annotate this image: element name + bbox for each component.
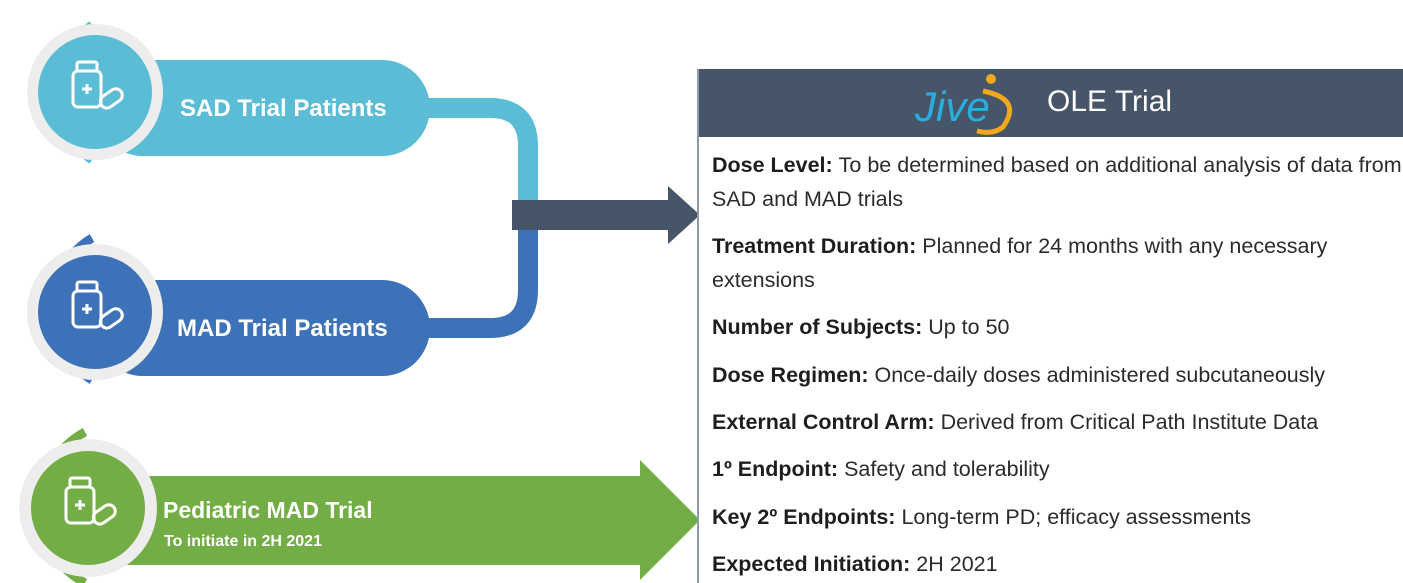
ole-row-label: Dose Regimen: xyxy=(712,363,875,387)
sad-trial-label: SAD Trial Patients xyxy=(180,95,387,122)
sad-connector xyxy=(390,98,538,205)
ole-row-dose-level: Dose Level: To be determined based on ad… xyxy=(712,148,1402,216)
ole-row-text: Planned for 24 months with any necessary… xyxy=(712,234,1328,292)
merge-arrow xyxy=(512,186,700,244)
ole-row-label: External Control Arm: xyxy=(712,410,941,434)
ole-row-expected-initiation: Expected Initiation: 2H 2021 xyxy=(712,547,1402,581)
ole-row-label: Number of Subjects: xyxy=(712,315,929,339)
ole-row-dose-regimen: Dose Regimen: Once-daily doses administe… xyxy=(712,358,1402,392)
ole-row-number-of-subjects: Number of Subjects: Up to 50 xyxy=(712,310,1402,344)
ole-row-text: To be determined based on additional ana… xyxy=(712,153,1402,211)
ole-row-text: 2H 2021 xyxy=(916,552,998,576)
medicine-bottle-icon xyxy=(71,60,124,110)
ole-trial-panel: Jive OLE Trial Dose Level: To be determi… xyxy=(697,69,1403,583)
ole-row-primary-endpoint: 1º Endpoint: Safety and tolerability xyxy=(712,452,1402,486)
ole-row-label: Expected Initiation: xyxy=(712,552,917,576)
ole-row-label: Key 2º Endpoints: xyxy=(712,505,902,529)
ole-row-text: Long-term PD; efficacy assessments xyxy=(901,505,1252,529)
ole-header: Jive OLE Trial xyxy=(699,69,1403,137)
ole-row-label: 1º Endpoint: xyxy=(712,457,845,481)
sad-trial-item xyxy=(27,21,430,164)
pediatric-trial-item xyxy=(19,428,700,583)
ole-row-label: Dose Level: xyxy=(712,153,839,177)
medicine-bottle-icon xyxy=(64,476,117,526)
ole-row-text: Once-daily doses administered subcutaneo… xyxy=(874,363,1326,387)
ole-row-text: Derived from Critical Path Institute Dat… xyxy=(940,410,1319,434)
mad-trial-item xyxy=(27,234,430,384)
ole-row-external-control-arm: External Control Arm: Derived from Criti… xyxy=(712,405,1402,439)
ole-row-text: Up to 50 xyxy=(928,315,1010,339)
pediatric-trial-sublabel: To initiate in 2H 2021 xyxy=(164,533,322,550)
pediatric-trial-label: Pediatric MAD Trial xyxy=(163,497,373,523)
ole-row-text: Safety and tolerability xyxy=(844,457,1050,481)
ole-row-treatment-duration: Treatment Duration: Planned for 24 month… xyxy=(712,229,1402,297)
mad-trial-label: MAD Trial Patients xyxy=(177,315,388,342)
ole-row-secondary-endpoints: Key 2º Endpoints: Long-term PD; efficacy… xyxy=(712,500,1402,534)
ole-title: OLE Trial xyxy=(1047,85,1173,118)
ole-row-label: Treatment Duration: xyxy=(712,234,923,258)
jive-logo: Jive xyxy=(914,74,1013,135)
jive-logo-text: Jive xyxy=(914,83,990,130)
mad-connector xyxy=(390,225,538,338)
medicine-bottle-icon xyxy=(71,280,124,330)
